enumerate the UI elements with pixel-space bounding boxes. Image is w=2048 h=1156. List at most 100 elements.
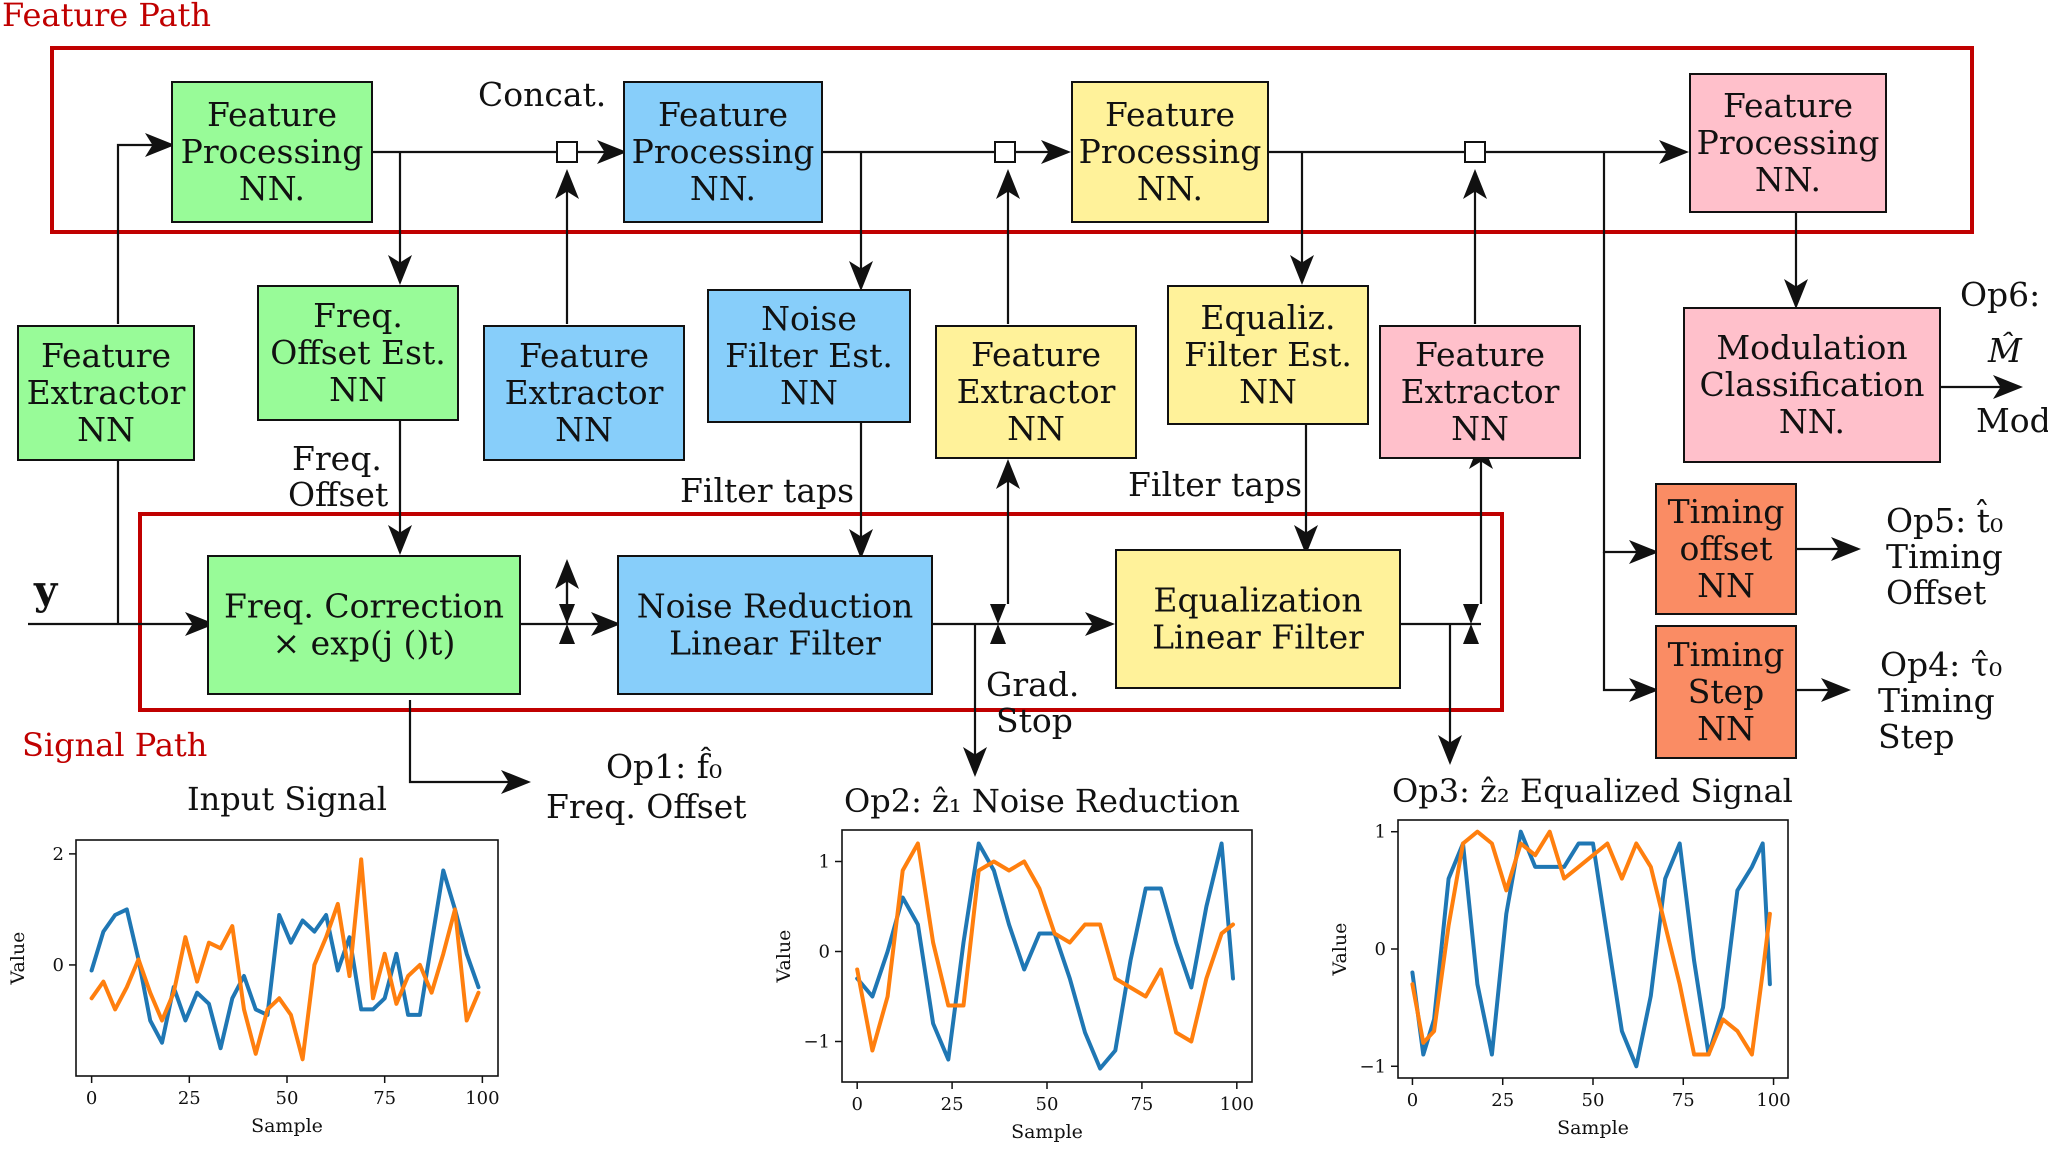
op5-label-1: Op5: t̂₀ — [1886, 498, 2003, 540]
feature-path-label: Feature Path — [2, 0, 211, 34]
feature-extractor-nn-2-line-3: NN — [555, 410, 613, 449]
op2-plot-ytick-label-0: −1 — [803, 1032, 830, 1053]
concat-label: Concat. — [478, 75, 606, 114]
feature-extractor-nn-3-line-3: NN — [1007, 409, 1065, 448]
op2-plot-ylabel: Value — [773, 930, 795, 984]
op3-label: Op3: ẑ₂ Equalized Signal — [1392, 772, 1793, 810]
input-signal-ytick-label-1: 2 — [53, 844, 64, 865]
grad-stop-2 — [990, 604, 1006, 644]
filter-taps-label-2: Filter taps — [1128, 465, 1302, 504]
equalization-filter-box — [1115, 549, 1401, 689]
op2-plot-ytick-label-1: 0 — [819, 942, 830, 963]
input-signal-xlabel: Sample — [251, 1115, 323, 1137]
feature-processing-nn-2-line-3: NN. — [690, 169, 756, 208]
input-signal-xtick-label-1: 25 — [178, 1088, 201, 1109]
input-signal-xtick-label-0: 0 — [86, 1088, 97, 1109]
input-signal-xtick-label-4: 100 — [465, 1088, 499, 1109]
freq-offset-est-nn: Freq.Offset Est.NN — [257, 285, 459, 421]
freq-offset-label-1: Freq. — [292, 439, 382, 478]
wire-timing-branch — [1602, 152, 1659, 564]
op5-label-2: Timing — [1886, 537, 2003, 576]
filter-taps-label-1: Filter taps — [680, 471, 854, 510]
feature-processing-nn-3-line-3: NN. — [1137, 169, 1203, 208]
op6-label-1: Op6: — [1960, 275, 2040, 314]
feature-processing-nn-3-line-1: Feature — [1105, 95, 1235, 134]
equalization-filter-line-1: Equalization — [1153, 581, 1362, 620]
op1-label-2: Freq. Offset — [546, 787, 747, 826]
feature-extractor-nn-4-line-2: Extractor — [1401, 372, 1560, 411]
feature-processing-nn-2-line-2: Processing — [632, 132, 815, 171]
op2-plot-xtick-label-4: 100 — [1220, 1094, 1254, 1115]
op2-plot-xtick-label-0: 0 — [851, 1094, 862, 1115]
concat-node-2 — [994, 141, 1016, 163]
op2-plot-series-2 — [855, 841, 1235, 1053]
noise-filter-est-nn-line-1: Noise — [761, 299, 857, 338]
feature-extractor-nn-4-box — [1379, 325, 1581, 459]
feature-processing-nn-1-line-1: Feature — [207, 95, 337, 134]
wire-fe1-to-fp1 — [116, 133, 175, 324]
op6-label-3: Mod — [1976, 401, 2048, 440]
feature-extractor-nn-3-line-1: Feature — [971, 335, 1101, 374]
feature-processing-nn-4-line-1: Feature — [1723, 86, 1853, 125]
op3-plot-ytick-label-0: −1 — [1359, 1056, 1386, 1077]
op3-plot-ylabel: Value — [1329, 923, 1351, 977]
wire-timing-step — [1602, 552, 1659, 702]
op3-plot-xlabel: Sample — [1557, 1117, 1629, 1139]
equaliz-filter-est-nn-box — [1167, 285, 1369, 425]
op3-plot-xtick-label-4: 100 — [1756, 1090, 1790, 1111]
timing-step-nn-box — [1655, 625, 1797, 759]
op2-plot-series-1 — [855, 841, 1235, 1071]
equaliz-filter-est-nn-line-1: Equaliz. — [1200, 298, 1335, 337]
timing-step-nn-line-3: NN — [1697, 709, 1755, 748]
modulation-classification-nn-box — [1683, 307, 1941, 463]
op3-plot-xtick-label-2: 50 — [1582, 1090, 1605, 1111]
freq-offset-est-nn-line-1: Freq. — [313, 296, 403, 335]
freq-correction-block-line-1: Freq. Correction — [224, 587, 504, 626]
freq-offset-est-nn-box — [257, 285, 459, 421]
feature-path-frame — [50, 46, 1974, 234]
noise-filter-est-nn-line-3: NN — [780, 373, 838, 412]
concat-node-1 — [556, 141, 578, 163]
freq-offset-est-nn-line-2: Offset Est. — [270, 333, 446, 372]
noise-filter-est-nn-line-2: Filter Est. — [725, 336, 893, 375]
noise-reduction-filter-line-2: Linear Filter — [669, 624, 881, 663]
freq-offset-est-nn-line-3: NN — [329, 370, 387, 409]
equaliz-filter-est-nn-line-2: Filter Est. — [1184, 335, 1352, 374]
input-label: y — [33, 567, 59, 614]
timing-offset-nn-line-1: Timing — [1668, 492, 1785, 531]
grad-stop-label-2: Stop — [996, 701, 1073, 740]
freq-correction-block: Freq. Correction× exp(j ()t) — [207, 555, 521, 695]
op3-plot-ytick-label-1: 0 — [1375, 939, 1386, 960]
op2-plot-xtick-label-3: 75 — [1130, 1094, 1153, 1115]
op2-plot-ytick-label-2: 1 — [819, 852, 830, 873]
feature-processing-nn-2-box — [623, 81, 823, 223]
modulation-classification-nn-line-2: Classification — [1699, 365, 1924, 404]
wire-fc-to-op1 — [408, 700, 531, 794]
grad-stop-3 — [1463, 604, 1479, 644]
wires — [28, 133, 2023, 794]
feature-extractor-nn-1-line-1: Feature — [41, 336, 171, 375]
input-signal-series-1 — [89, 868, 481, 1051]
op3-plot-xtick-label-0: 0 — [1407, 1090, 1418, 1111]
timing-step-nn-line-1: Timing — [1668, 635, 1785, 674]
signal-path-frame — [138, 512, 1504, 712]
feature-extractor-nn-1-box — [17, 325, 195, 461]
feature-extractor-nn-2-box — [483, 325, 685, 461]
grad-stop-1 — [559, 604, 575, 644]
op2-label: Op2: ẑ₁ Noise Reduction — [844, 782, 1240, 820]
grad-stop-markers — [559, 604, 1479, 644]
op5-label-3: Offset — [1886, 573, 1986, 612]
